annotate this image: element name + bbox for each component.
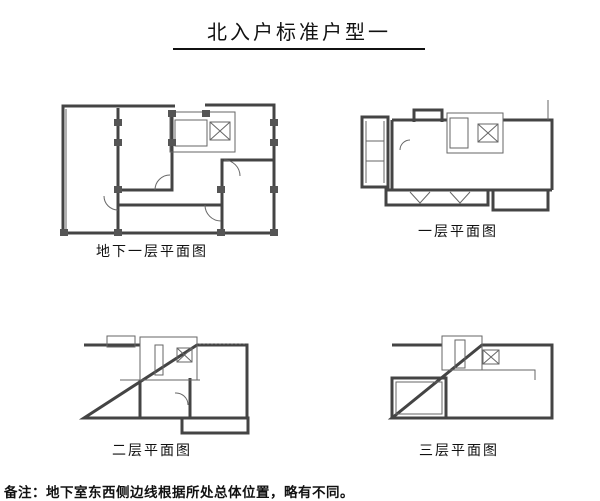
first-floor-plan — [360, 100, 554, 212]
third-floor-plan — [387, 335, 554, 420]
basement-floor-plan — [60, 103, 278, 236]
caption-second-floor: 二层平面图 — [112, 443, 192, 459]
caption-third-floor: 三层平面图 — [419, 443, 499, 459]
caption-basement: 地下一层平面图 — [96, 244, 208, 260]
caption-first-floor: 一层平面图 — [418, 224, 498, 240]
footnote: 备注：地下室东西侧边线根据所处总体位置，略有不同。 — [4, 485, 354, 501]
second-floor-plan — [78, 335, 250, 435]
page-title: 北入户标准户型一 — [173, 16, 425, 50]
